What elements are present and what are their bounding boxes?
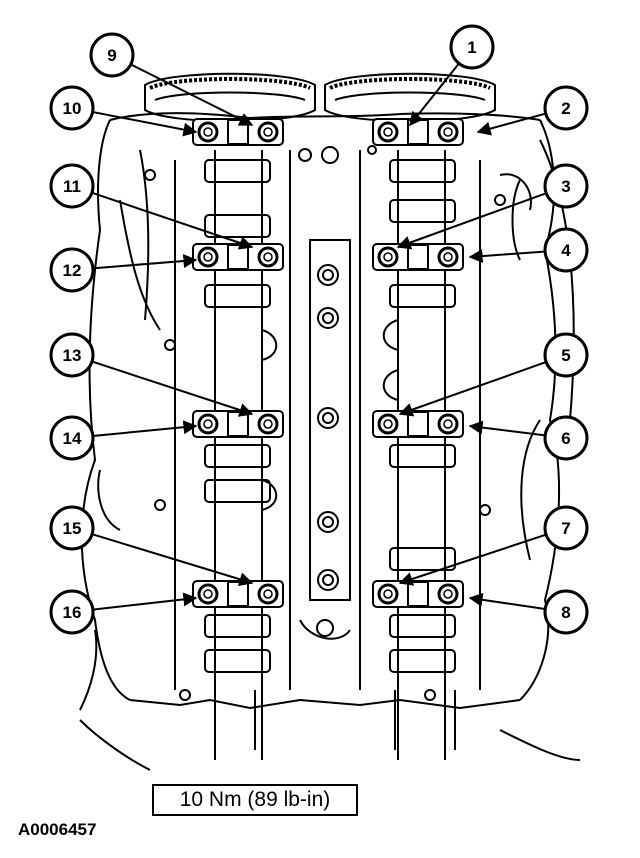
callout-number: 16 (63, 603, 82, 622)
callout-leader (131, 63, 254, 126)
callout-leader (398, 533, 546, 586)
callout-circle (49, 589, 95, 635)
callout-circle (543, 589, 589, 635)
camshaft-sprocket-left (144, 72, 316, 123)
callout-circle (49, 505, 95, 551)
callout-leader (468, 420, 545, 437)
camshaft-right (382, 150, 456, 760)
callout-number: 13 (63, 346, 82, 365)
callout-leader (93, 111, 198, 137)
bearing-cap (372, 580, 464, 608)
bearing-cap (192, 243, 284, 271)
callout-leader (93, 254, 198, 270)
callout-leader (398, 361, 546, 417)
callout-number: 4 (561, 241, 571, 260)
callout-number: 1 (467, 38, 476, 57)
callout-circle (543, 163, 589, 209)
callout-number: 7 (561, 519, 570, 538)
callout-circle (49, 332, 95, 378)
callout-circle (49, 247, 95, 293)
center-plate (299, 239, 351, 640)
callout-number: 11 (63, 177, 81, 196)
figure-id: A0006457 (18, 820, 97, 839)
callout-circle (543, 85, 589, 131)
bearing-caps (192, 118, 464, 608)
bearing-cap (192, 580, 284, 608)
callout-number: 9 (107, 46, 116, 65)
callout-leader (476, 112, 546, 136)
bearing-cap (372, 118, 464, 146)
engine-outline (79, 112, 581, 771)
callout-number: 8 (561, 603, 570, 622)
callout-number: 6 (561, 429, 570, 448)
camshaft-left (204, 150, 278, 760)
camshaft-sprocket-right (324, 72, 496, 123)
callout-circle (49, 85, 95, 131)
callout-circle (49, 415, 95, 461)
callout-number: 10 (63, 99, 82, 118)
callout-leader (468, 592, 545, 610)
callout-circle (543, 505, 589, 551)
callout-number: 14 (63, 429, 82, 448)
callout-leader (396, 192, 546, 250)
callout-circle (543, 415, 589, 461)
callout-leader (409, 63, 460, 127)
bearing-cap (192, 118, 284, 146)
callout-leader (93, 420, 198, 437)
callout-circle (543, 332, 589, 378)
callout-circle (89, 32, 135, 78)
callout-number: 2 (561, 99, 570, 118)
callout-number: 3 (561, 177, 570, 196)
callout-leader (92, 533, 254, 587)
callout-leader (93, 592, 198, 611)
callout-leader (468, 249, 545, 264)
callout-circle (449, 24, 495, 70)
bearing-cap (192, 410, 284, 438)
callout-circle (49, 163, 95, 209)
callout-leader (92, 360, 254, 417)
torque-spec-label: 10 Nm (89 lb-in) (152, 784, 358, 816)
callout-number: 5 (561, 346, 570, 365)
bearing-cap (372, 410, 464, 438)
callout-circle (543, 227, 589, 273)
callout-number: 15 (63, 519, 82, 538)
bearing-cap (372, 243, 464, 271)
callout-leader (92, 192, 254, 250)
callout-number: 12 (63, 261, 82, 280)
